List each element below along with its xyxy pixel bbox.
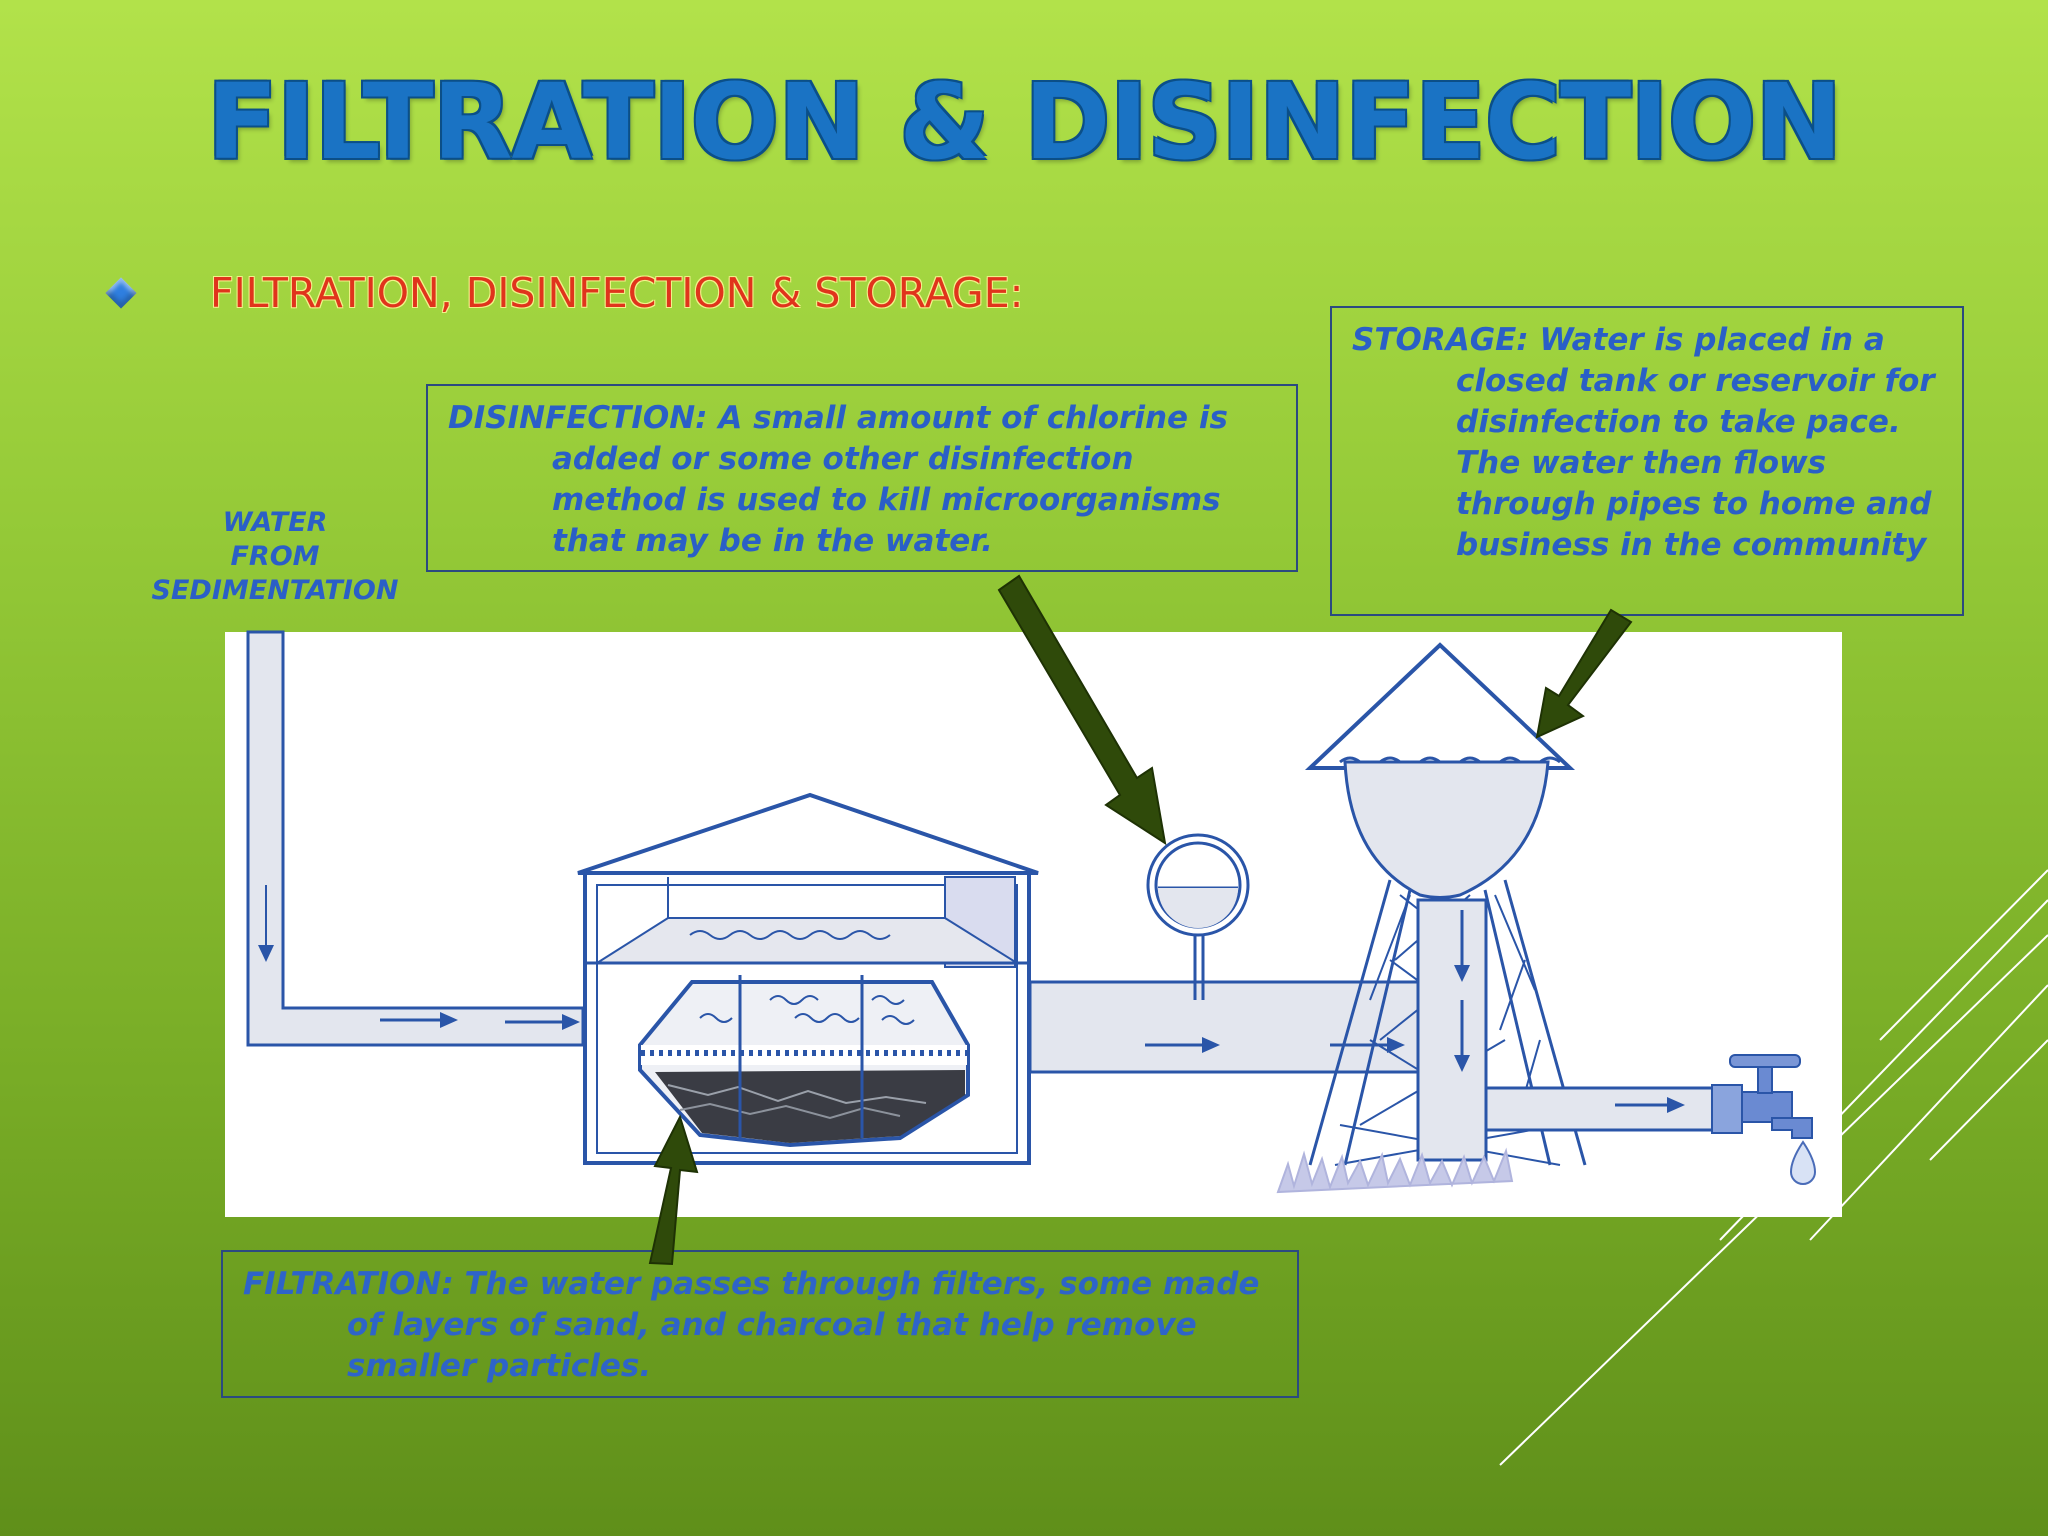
water-label-line-1: WATER: [222, 507, 328, 538]
water-tower: [1276, 642, 1587, 1194]
arrow-to-filter-bed: [648, 1114, 699, 1266]
slide-subtitle: FILTRATION, DISINFECTION & STORAGE:: [210, 269, 1024, 317]
faucet-icon: [1711, 1054, 1817, 1185]
filtration-callout: FILTRATION: The water passes through fil…: [221, 1250, 1299, 1398]
disinfection-callout: DISINFECTION: A small amount of chlorine…: [426, 384, 1298, 572]
decorative-lines: [1499, 869, 2048, 1466]
arrow-to-water-tower: [1535, 608, 1633, 739]
storage-callout: STORAGE: Water is placed in a closed tan…: [1330, 306, 1964, 616]
chlorine-injector: [1146, 833, 1250, 1000]
water-from-sedimentation-label: WATER FROM SEDIMENTATION: [120, 506, 430, 608]
arrow-to-chlorine-injector: [997, 574, 1167, 846]
slide-title: FILTRATION & DISINFECTION: [206, 61, 1843, 183]
outlet-pipe: [1484, 1086, 1718, 1132]
water-label-line-3: SEDIMENTATION: [151, 575, 399, 606]
main-pipe: [1028, 980, 1422, 1074]
inlet-pipe: [246, 630, 585, 1047]
water-label-line-2: FROM: [230, 541, 320, 572]
filter-building: [577, 792, 1039, 1165]
callout-arrows: [648, 574, 1633, 1266]
